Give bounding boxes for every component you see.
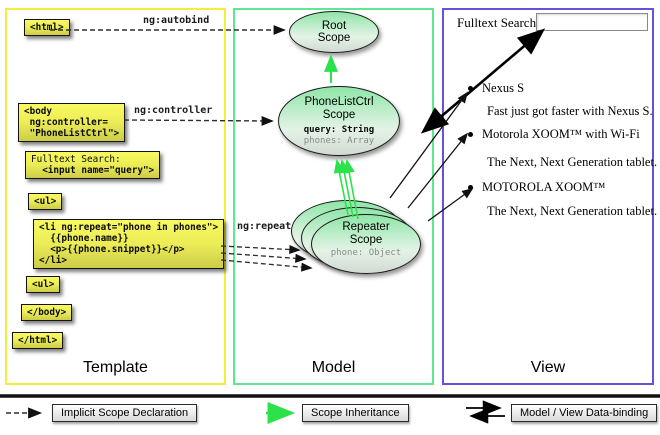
bullet-icon	[468, 132, 473, 137]
legend-implicit-scope-declaration: Implicit Scope Declaration	[52, 404, 198, 422]
phone-name: MOTOROLA XOOM™	[482, 180, 606, 194]
view-fulltext-label: Fulltext Search:	[457, 15, 540, 30]
view-column-title: View	[530, 359, 566, 376]
repeater-scope-title: Repeater Scope	[342, 221, 390, 246]
list-item-name: MOTOROLA XOOM™	[468, 180, 606, 195]
template-column	[5, 8, 226, 385]
bullet-icon	[468, 86, 473, 91]
phonelistctrl-query-prop: query: String	[303, 125, 375, 135]
phonelistctrl-scope-ellipse: PhoneListCtrl Scope query: String phones…	[278, 86, 400, 156]
view-column	[442, 8, 654, 385]
model-column	[233, 8, 434, 385]
repeater-scope-ellipse: Repeater Scope phone: Object	[311, 214, 421, 274]
ng-autobind-label: ng:autobind	[143, 15, 210, 26]
code-input-tag: <input name="query">	[31, 165, 155, 176]
legend-model-view-binding: Model / View Data-binding	[511, 404, 658, 422]
code-li-repeat: <li ng:repeat="phone in phones"> {{phone…	[33, 219, 225, 269]
code-html-open: <html>	[24, 19, 70, 36]
phone-snippet: Fast just got faster with Nexus S.	[487, 104, 653, 118]
ng-repeat-label: ng:repeat	[237, 221, 292, 232]
model-column-title: Model	[311, 359, 356, 376]
phone-snippet: The Next, Next Generation tablet.	[487, 155, 658, 169]
root-scope-ellipse: Root Scope	[289, 11, 379, 53]
code-fulltext-box: Fulltext Search: <input name="query">	[25, 151, 161, 179]
code-ul-close: <ul>	[26, 276, 61, 293]
code-body-close: </body>	[21, 304, 73, 321]
code-html-close: </html>	[12, 332, 64, 349]
phonelistctrl-phones-prop: phones: Array	[303, 136, 375, 146]
legend-scope-inheritance: Scope Inheritance	[302, 404, 409, 422]
root-scope-title: Root Scope	[317, 19, 351, 45]
ng-controller-label: ng:controller	[134, 105, 213, 116]
repeater-phone-prop: phone: Object	[330, 248, 402, 258]
list-item-name: Nexus S	[468, 81, 524, 96]
phone-name: Nexus S	[482, 81, 525, 95]
code-ul-open: <ul>	[28, 193, 63, 210]
bullet-icon	[468, 185, 473, 190]
template-column-title: Template	[83, 359, 148, 376]
code-body-open: <body ng:controller= "PhoneListCtrl">	[18, 103, 126, 142]
fulltext-search-input[interactable]	[536, 13, 648, 31]
phone-name: Motorola XOOM™ with Wi-Fi	[482, 127, 640, 141]
list-item-name: Motorola XOOM™ with Wi-Fi	[468, 127, 640, 142]
code-fulltext-label: Fulltext Search:	[31, 154, 121, 165]
phone-snippet: The Next, Next Generation tablet.	[487, 204, 658, 218]
phonelistctrl-scope-title: PhoneListCtrl Scope	[304, 96, 374, 121]
